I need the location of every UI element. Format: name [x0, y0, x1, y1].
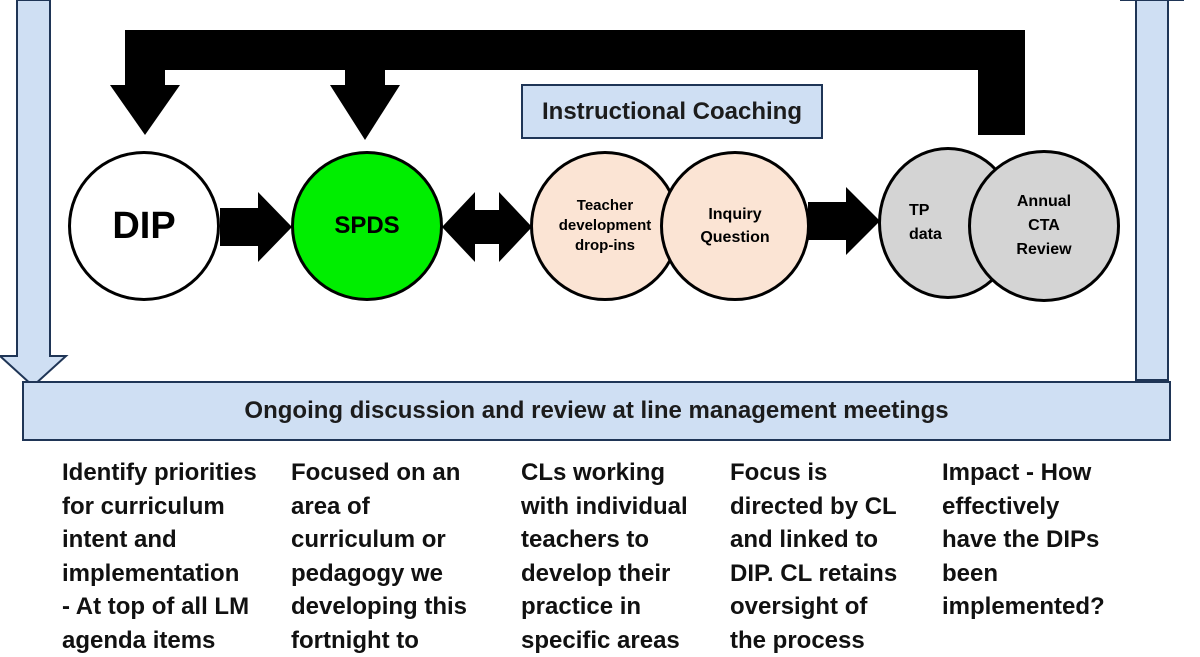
tp-data-label: TP data: [909, 202, 942, 243]
coaching-to-review-arrow: [808, 187, 880, 255]
instructional-coaching-label: Instructional Coaching: [521, 84, 823, 139]
line-management-text: Ongoing discussion and review at line ma…: [244, 397, 949, 424]
spds-node: SPDS: [291, 151, 443, 301]
annual-cta-review-node: Annual CTA Review: [968, 150, 1120, 302]
dip-to-spds-arrow: [220, 192, 292, 262]
top-feedback-bracket: [110, 30, 1025, 140]
line-management-bar: Ongoing discussion and review at line ma…: [22, 381, 1171, 441]
annual-cta-review-label: Annual CTA Review: [1016, 193, 1072, 258]
spds-description: Focused on an area of curriculum or peda…: [291, 459, 468, 654]
dip-description: Identify priorities for curriculum inten…: [62, 459, 257, 654]
teacher-dropins-label: Teacher development drop-ins: [558, 197, 652, 254]
teacher-dropins-node: Teacher development drop-ins: [530, 151, 680, 301]
dip-label: DIP: [112, 204, 176, 247]
inquiry-question-node: Inquiry Question: [660, 151, 810, 301]
spds-coaching-double-arrow: [442, 192, 532, 262]
dip-node: DIP: [68, 151, 220, 301]
coaching-dropins-description: CLs working with individual teachers to …: [521, 459, 688, 654]
right-feedback-up-arrow: [1120, 0, 1184, 381]
inquiry-description: Focus is directed by CL and linked to DI…: [730, 459, 898, 654]
instructional-coaching-text: Instructional Coaching: [541, 97, 802, 125]
spds-label: SPDS: [334, 212, 400, 239]
flow-arrows-layer: [0, 0, 1184, 388]
impact-description: Impact - How effectively have the DIPs b…: [942, 459, 1105, 620]
inquiry-question-label: Inquiry Question: [700, 206, 770, 246]
left-feedback-down-arrow: [0, 0, 69, 388]
